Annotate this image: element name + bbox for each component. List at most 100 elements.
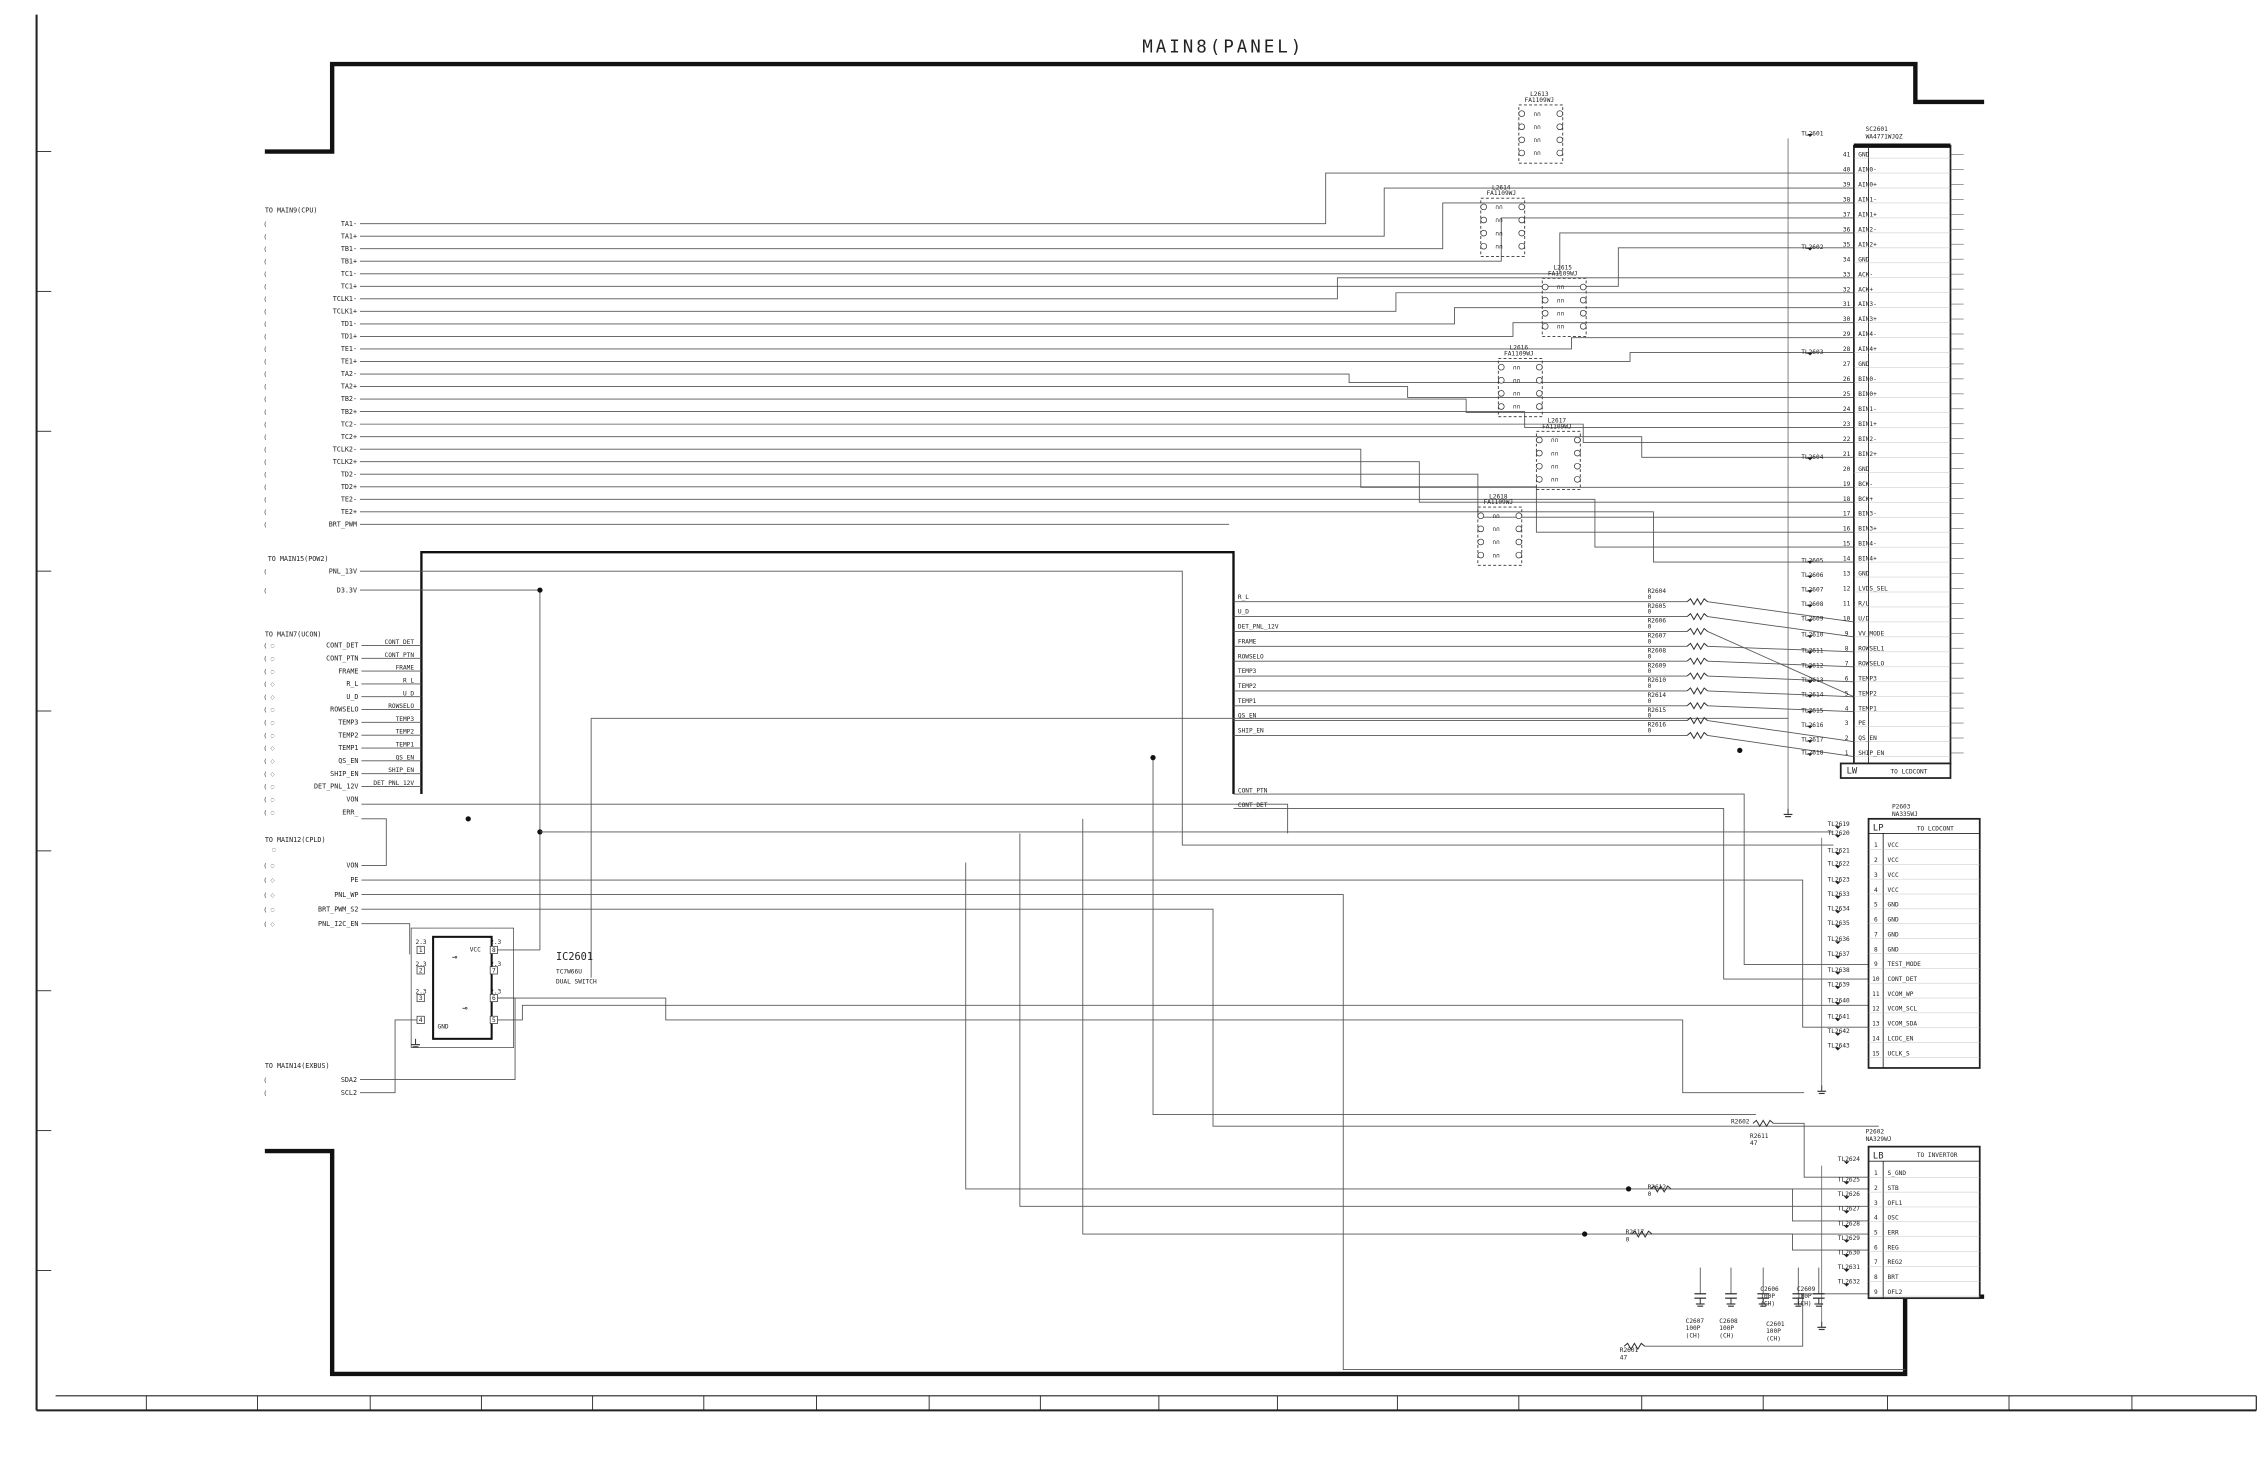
ucon-signal-label: ERR_ [342, 808, 359, 816]
testpoint-label: TL2622 [1828, 860, 1850, 867]
connector-lw-pin-signal: BIN3+ [1858, 526, 1877, 533]
testpoint-label: TL2603 [1801, 349, 1823, 356]
connector-lb-pin-number: 4 [1874, 1215, 1878, 1222]
connector-lw-pin-signal: ROWSEL1 [1858, 645, 1884, 652]
ic-pin-number: 1 [419, 947, 423, 954]
connector-lw-title-box [1839, 762, 1952, 779]
ucon-signal-label: VON [346, 795, 358, 803]
connector-lw-pin-number: 21 [1843, 451, 1851, 458]
testpoint-label: TL2614 [1801, 691, 1823, 698]
lb-ofl-wire [965, 862, 1879, 1190]
cpu-signal-label: TA1- [341, 220, 357, 228]
r2612-wire [1671, 1188, 1879, 1222]
filter-coil-icon: ∩∩ [1551, 463, 1558, 470]
lower-resistor-ref: R2617 [1626, 1229, 1645, 1236]
resistor-value: 0 [1648, 624, 1652, 631]
filter-pin [1574, 476, 1581, 483]
mid-signal-label: TEMP1 [1238, 698, 1257, 705]
cpu-wire [359, 398, 1854, 413]
filter-pin [1515, 525, 1523, 533]
connector-lp-pin-signal: GND [1888, 902, 1899, 909]
page-title: MAIN8(PANEL) [1142, 37, 1304, 57]
connector-lp-label: TO LCDCONT [1917, 825, 1954, 832]
filter-coil-icon: ∩∩ [1495, 204, 1502, 211]
ucon-signal-label: CONT_PTN [326, 654, 358, 662]
cpu-connector-bracket: ( [263, 371, 267, 378]
testpoint-label: TL2625 [1838, 1177, 1860, 1184]
connector-lw-pin-number: 13 [1843, 571, 1851, 578]
connector-lp-pin-signal: VCC [1888, 887, 1899, 894]
cpu-connector-bracket: ( [263, 446, 267, 453]
ic-pin-label: 2.3 [416, 961, 427, 968]
testpoint-label: TL2617 [1801, 737, 1823, 744]
ic-pin-number: 4 [419, 1017, 423, 1024]
testpoint-marker [1834, 910, 1841, 914]
cont-ptn-wire [1233, 793, 1879, 965]
ic-switch-icon: ⊸ [452, 953, 457, 963]
connector-lw-pin-signal: U/D [1858, 615, 1869, 622]
cpu-wire [359, 232, 1854, 275]
lower-resistor-ref: R2602 [1731, 1118, 1750, 1125]
connector-lw-pin-signal: QS_EN [1858, 735, 1877, 742]
connector-lw-pin-signal: AIN2+ [1858, 241, 1877, 248]
resistor-value: 0 [1648, 638, 1652, 645]
ucon-bus-label: CONT_DET [385, 639, 415, 646]
connector-lw-pin-signal: PE [1858, 720, 1866, 727]
filter-pin [1541, 283, 1549, 291]
connector-lp-pin-signal: VCC [1888, 842, 1899, 849]
connector-lw-pin-number: 19 [1843, 481, 1851, 488]
filter-ref: L2617 [1548, 418, 1567, 425]
filter-pin [1541, 296, 1549, 304]
cpu-connector-bracket: ( [263, 421, 267, 428]
connector-lw-pin-signal: BCK- [1858, 481, 1873, 488]
resistor-symbol [1686, 657, 1708, 666]
cpld-signal-label: PNL_I2C_EN [318, 920, 358, 928]
connector-lp-pin-signal: GND [1888, 946, 1899, 953]
resistor-ref: R2609 [1648, 662, 1667, 669]
resistor-value: 0 [1648, 594, 1652, 601]
connector-lw-pin-signal: TEMP1 [1858, 705, 1877, 712]
mid-to-connector-wire [1707, 675, 1854, 683]
cpld-signal-label: PE [350, 876, 358, 884]
filter-pin [1518, 123, 1526, 131]
filter-coil-icon: ∩∩ [1557, 324, 1564, 331]
capacitor-type: (CH) [1797, 1300, 1812, 1307]
ucon-connector-bracket: ( ◌ [263, 796, 274, 803]
cpu-signal-label: TB1+ [341, 257, 357, 265]
testpoint-marker [1834, 971, 1841, 975]
cpu-signal-label: TD2+ [341, 483, 357, 491]
connector-lb-pin-signal: OSC [1888, 1215, 1899, 1222]
middle-resistor-bank: R_LR26040U_DR26050DET_PNL_12VR26060FRAME… [1238, 588, 1708, 809]
lower-resistor-ref: R2612 [1648, 1184, 1667, 1191]
capacitor-value: 100P [1766, 1328, 1781, 1335]
testpoint-marker [1834, 941, 1841, 945]
brt-pwm-wire [361, 908, 1879, 1127]
junction-dot [1150, 755, 1156, 761]
cpu-connector-bracket: ( [263, 233, 267, 240]
ic-body [432, 935, 493, 1040]
resistor-symbol [1686, 627, 1708, 636]
filter-pin [1497, 403, 1505, 410]
capacitor-ref: C2609 [1797, 1286, 1816, 1293]
pe-wire [361, 879, 1879, 1028]
cpu-wire [359, 352, 1854, 362]
ucon-connector-bracket: ( ◌ [263, 809, 274, 816]
cpu-wire [359, 498, 1854, 548]
von-wire [361, 803, 1289, 834]
testpoint-label: TL2629 [1838, 1235, 1860, 1242]
group-label-exbus: TO MAIN14(EXBUS) [265, 1062, 330, 1070]
lower-resistor-ref: R2611 [1750, 1133, 1769, 1140]
testpoint-marker [1834, 834, 1841, 838]
ucon-bus-label: TEMP2 [396, 729, 415, 736]
testpoint-label: TL2615 [1801, 707, 1823, 714]
testpoint-label: TL2601 [1801, 131, 1823, 138]
connector-lp-pin-signal: VCC [1888, 857, 1899, 864]
testpoint-marker [1807, 711, 1813, 714]
cpu-signal-label: TE2+ [341, 508, 357, 516]
connector-lw-pin-signal: ACK+ [1858, 286, 1873, 293]
connector-lp-ref: P2603 [1892, 804, 1911, 811]
connector-lw-pin-number: 38 [1843, 197, 1851, 204]
cpu-signal-label: TD2- [341, 470, 357, 478]
